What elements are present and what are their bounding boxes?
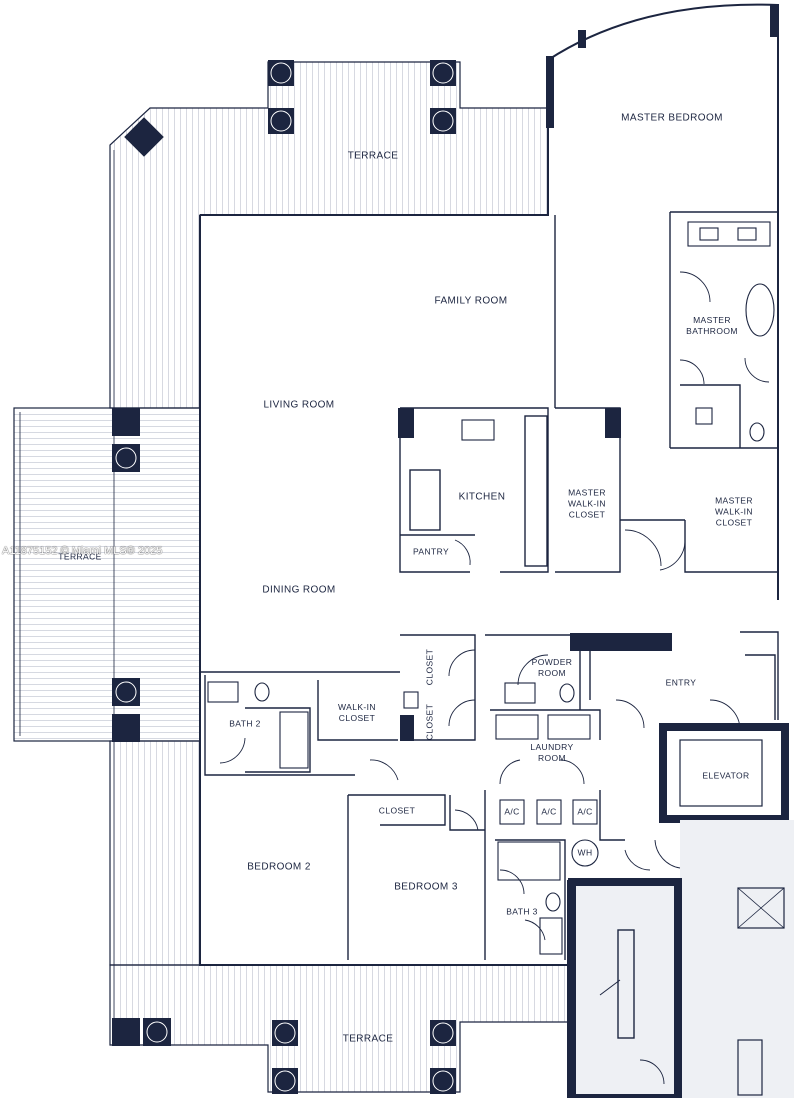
label-terrace-bottom: TERRACE: [342, 1033, 394, 1045]
column: [268, 108, 294, 134]
label-closet-c: CLOSET: [378, 805, 416, 816]
master-bedroom-curved-wall: [547, 3, 779, 600]
toilet: [559, 683, 575, 703]
stair-core-bg: [680, 820, 794, 1098]
column: [112, 444, 140, 472]
terrace-top: [109, 61, 549, 409]
terrace-left: [13, 407, 201, 742]
columns: [112, 60, 456, 1094]
label-entry: ENTRY: [665, 677, 697, 688]
label-dining-room: DINING ROOM: [262, 584, 336, 596]
label-master-walkin-closet-2: MASTER WALK-IN CLOSET: [715, 495, 753, 528]
label-bath-3: BATH 3: [506, 906, 538, 917]
door-swings: [219, 271, 770, 1085]
column: [112, 1018, 140, 1046]
mls-watermark: A11875152 © Miami MLS® 2025: [2, 545, 163, 557]
column: [143, 1018, 171, 1046]
label-powder-room: POWDER ROOM: [531, 657, 573, 678]
label-pantry: PANTRY: [412, 546, 450, 557]
label-ac-3: A/C: [577, 806, 593, 817]
toilet: [749, 422, 765, 442]
label-terrace-left: TERRACE: [58, 551, 102, 562]
wall-heavy: [605, 408, 621, 438]
elevator-car: [679, 739, 763, 807]
column: [268, 60, 294, 86]
stair-handrail: [617, 929, 635, 1039]
label-kitchen: KITCHEN: [458, 491, 506, 503]
water-heater: [571, 839, 599, 867]
label-master-walkin-closet-1: MASTER WALK-IN CLOSET: [568, 487, 606, 520]
label-terrace-top: TERRACE: [347, 150, 399, 162]
column: [124, 117, 164, 157]
wall-heavy: [570, 633, 672, 651]
label-laundry-room: LAUNDRY ROOM: [530, 742, 574, 763]
label-master-bathroom: MASTER BATHROOM: [686, 315, 738, 336]
label-bedroom-2: BEDROOM 2: [247, 861, 311, 873]
column: [112, 408, 140, 436]
label-master-bedroom: MASTER BEDROOM: [621, 112, 723, 124]
fixtures: [207, 221, 775, 955]
label-ac-1: A/C: [504, 806, 520, 817]
window-block: [546, 56, 554, 128]
column: [272, 1020, 298, 1046]
label-bedroom-3: BEDROOM 3: [394, 881, 458, 893]
stair-core: [568, 878, 682, 1098]
label-bath-2: BATH 2: [229, 718, 261, 729]
terraces: [13, 61, 569, 1093]
column: [112, 678, 140, 706]
label-living-room: LIVING ROOM: [263, 399, 335, 411]
wall-heavy: [398, 408, 414, 438]
column-rings: [115, 62, 454, 1092]
shower-drain: [695, 407, 713, 425]
wall-heavy: [400, 715, 414, 741]
terrace-left-strip: [109, 740, 201, 966]
column: [430, 60, 456, 86]
label-ac-2: A/C: [541, 806, 557, 817]
toilet: [545, 892, 561, 912]
column: [430, 1020, 456, 1046]
window-block: [770, 5, 778, 37]
column: [430, 108, 456, 134]
label-wh: WH: [577, 847, 593, 858]
label-closet-b: CLOSET: [424, 703, 435, 741]
window-block: [578, 30, 586, 48]
service-closet: [737, 887, 785, 929]
toilet: [254, 682, 270, 702]
column: [112, 714, 140, 742]
bathtub: [745, 283, 775, 337]
label-closet-a: CLOSET: [424, 648, 435, 686]
column: [272, 1068, 298, 1094]
service-closet: [737, 1039, 763, 1096]
column: [430, 1068, 456, 1094]
interior-walls: [200, 211, 779, 960]
label-elevator: ELEVATOR: [702, 770, 750, 781]
bathtub-b2: [279, 711, 309, 769]
label-family-room: FAMILY ROOM: [434, 295, 508, 307]
label-walkin-closet: WALK-IN CLOSET: [338, 702, 376, 723]
terrace-bottom: [109, 964, 569, 1093]
